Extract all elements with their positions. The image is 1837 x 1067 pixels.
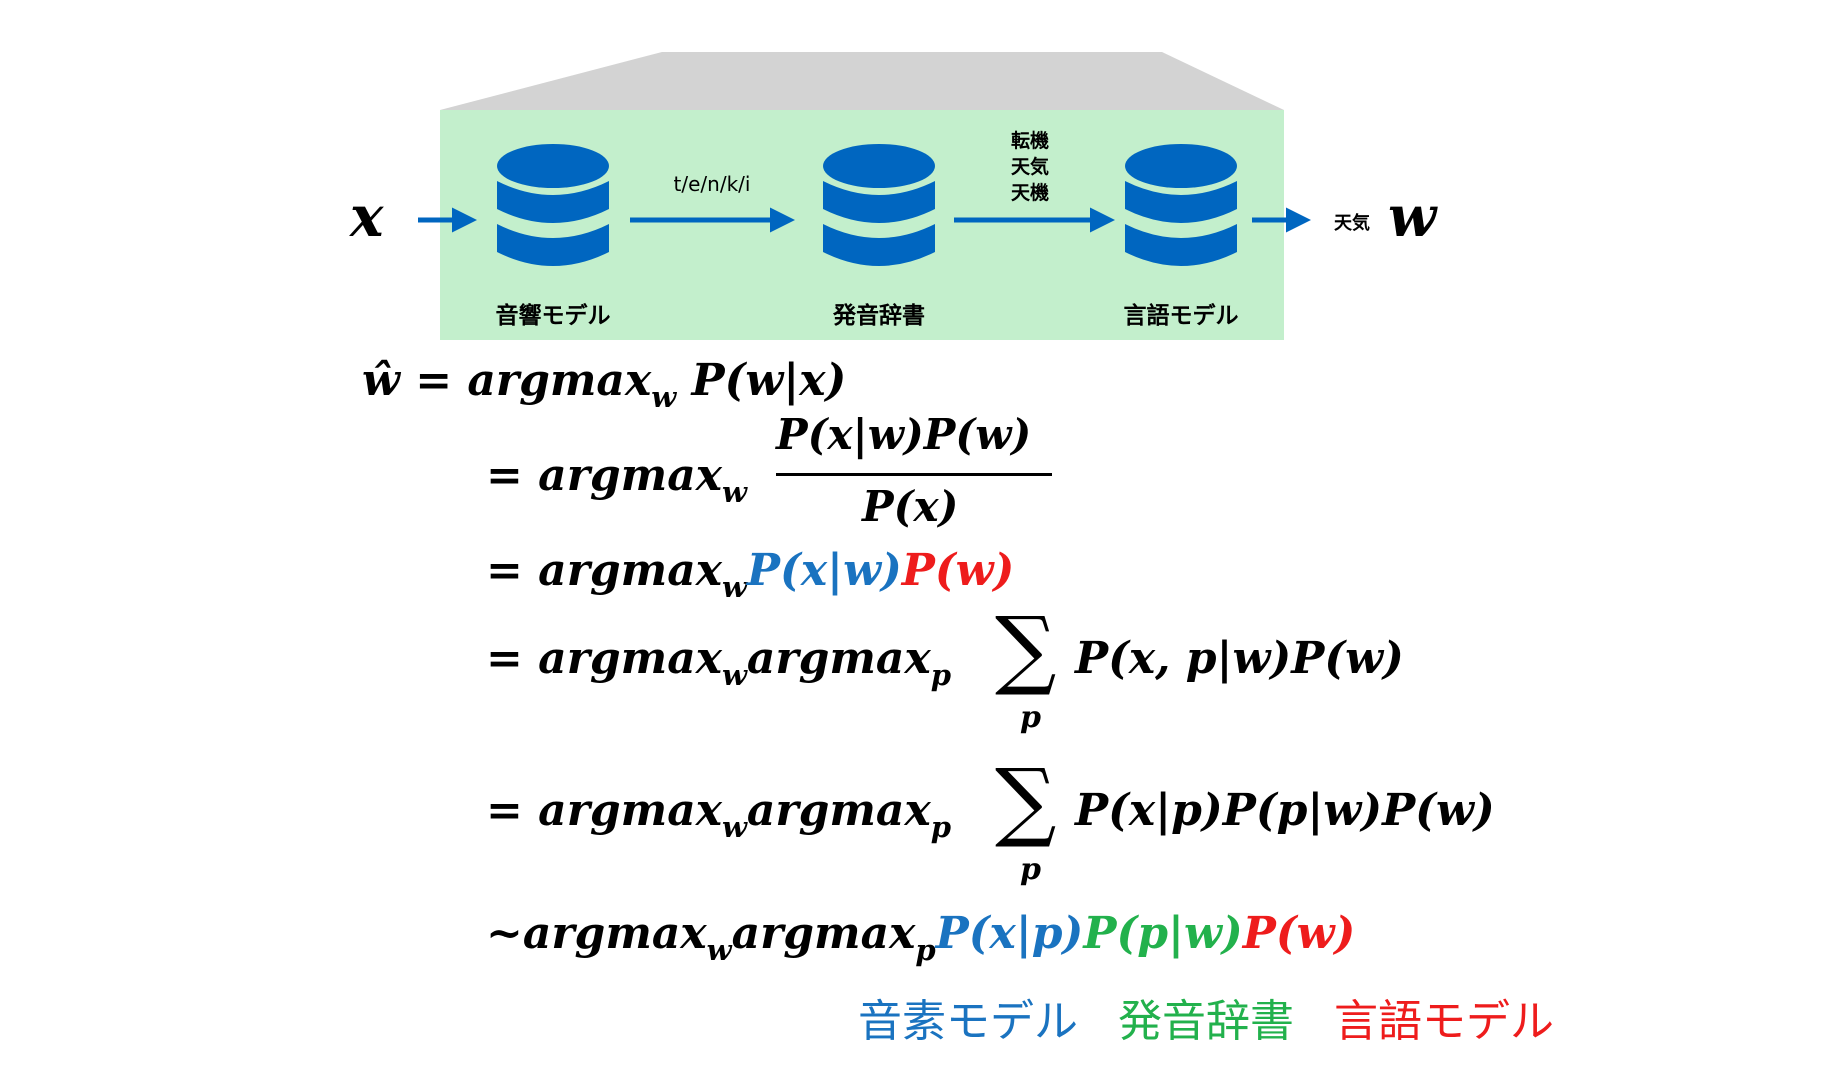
legend: 音素モデル 発音辞書 言語モデル <box>858 985 1580 1049</box>
language-term: P(w) <box>1242 908 1356 959</box>
equation-line-5: = argmaxwargmaxp <box>486 785 951 844</box>
posterior-term: P(w|x) <box>691 355 847 406</box>
argmax-text: argmax <box>746 785 931 836</box>
summation-subscript: p <box>1020 700 1041 735</box>
argmax-text: ~argmax <box>486 908 707 959</box>
legend-lexicon: 発音辞書 <box>1118 996 1294 1047</box>
candidate-word: 転機 <box>1010 130 1050 152</box>
candidate-word: 天機 <box>1010 182 1050 204</box>
argmax-text: argmax <box>746 633 931 684</box>
equation-line-3: = argmaxwP(x|w)P(w) <box>486 545 1014 604</box>
backdrop-trapezoid <box>440 52 1284 110</box>
equation-line-1: ŵ = argmaxw P(w|x) <box>362 355 846 414</box>
equation-line-4: = argmaxwargmaxp <box>486 633 951 692</box>
language-model-db-icon <box>1125 144 1237 266</box>
language-model-label: 言語モデル <box>1123 303 1239 329</box>
legend-acoustic: 音素モデル <box>858 996 1078 1047</box>
subscript-w: w <box>651 380 677 414</box>
acoustic-model-label: 音響モデル <box>495 303 611 329</box>
subscript-w: w <box>721 810 747 844</box>
equation-line-5-rhs: P(x|p)P(p|w)P(w) <box>1075 785 1495 836</box>
subscript-p: p <box>930 658 951 692</box>
subscript-w: w <box>706 933 732 967</box>
acoustic-term: P(x|p) <box>935 908 1084 959</box>
acoustic-model-db-icon <box>497 144 609 266</box>
subscript-w: w <box>721 475 747 509</box>
equation-line-4-rhs: P(x, p|w)P(w) <box>1075 633 1404 684</box>
argmax-text: argmax <box>467 355 652 406</box>
fraction-denominator: P(x) <box>862 482 959 531</box>
fraction-numerator: P(x|w)P(w) <box>776 410 1032 459</box>
input-variable: x <box>350 184 384 250</box>
subscript-p: p <box>915 933 936 967</box>
pipeline-graphics <box>418 52 1311 340</box>
subscript-w: w <box>721 658 747 692</box>
w-hat: ŵ <box>362 355 400 406</box>
argmax-text: argmax <box>731 908 916 959</box>
lexicon-term: P(p|w) <box>1083 908 1243 959</box>
acoustic-term: P(x|w) <box>746 545 902 596</box>
summation-symbol: ∑ <box>995 751 1057 851</box>
argmax-text: = argmax <box>486 450 722 501</box>
output-variable: w <box>1388 184 1437 250</box>
fraction-bar <box>776 473 1052 476</box>
candidate-words: 転機 天気 天機 <box>1011 128 1049 206</box>
equation-line-2-prefix: = argmaxw <box>486 450 747 509</box>
pipeline-diagram: x w 音響モデル 発音辞書 言語モデル t/e/n/k/i 転機 天気 天機 … <box>0 0 1837 345</box>
output-word: 天気 <box>1334 213 1370 234</box>
candidate-word: 天気 <box>1010 156 1050 178</box>
lexicon-label: 発音辞書 <box>833 303 925 329</box>
argmax-text: = argmax <box>486 785 722 836</box>
argmax-text: = argmax <box>486 545 722 596</box>
legend-language: 言語モデル <box>1334 996 1554 1047</box>
subscript-p: p <box>930 810 951 844</box>
language-term: P(w) <box>901 545 1015 596</box>
equals-sign: = <box>415 355 453 406</box>
summation-subscript: p <box>1020 852 1041 887</box>
summation-symbol: ∑ <box>995 599 1057 699</box>
subscript-w: w <box>721 570 747 604</box>
lexicon-db-icon <box>823 144 935 266</box>
equation-line-6: ~argmaxwargmaxpP(x|p)P(p|w)P(w) <box>486 908 1355 967</box>
argmax-text: = argmax <box>486 633 722 684</box>
phoneme-sequence-label: t/e/n/k/i <box>673 172 751 196</box>
